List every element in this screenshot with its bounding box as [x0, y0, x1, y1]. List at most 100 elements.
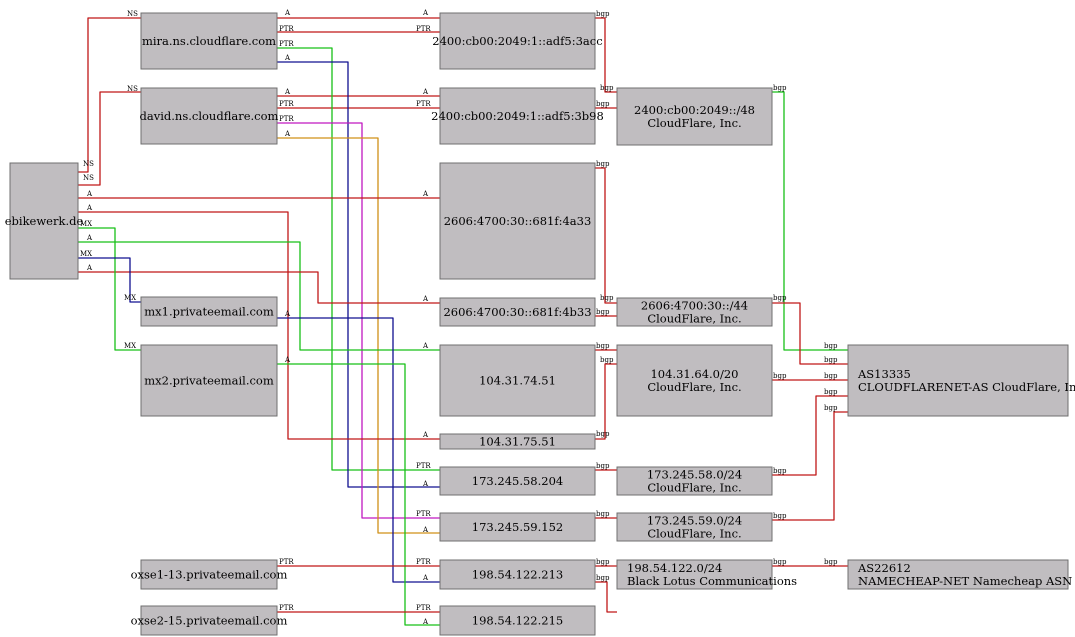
node-box [140, 87, 278, 145]
node-box [439, 512, 596, 542]
edge-label: bgp [773, 512, 787, 520]
node-label: NAMECHEAP-NET Namecheap ASN [858, 574, 1072, 588]
edge-31 [772, 302, 848, 365]
node-box [616, 466, 773, 496]
edge-label: PTR [416, 100, 431, 108]
node-label: AS22612 [857, 561, 911, 575]
edge-label: A [422, 480, 429, 488]
node-box [847, 559, 1069, 590]
edge-label: bgp [773, 372, 787, 380]
node-label: 2400:cb00:2049:1::adf5:3b98 [431, 109, 604, 123]
edge-label: PTR [416, 462, 431, 470]
node-label: Black Lotus Communications [627, 574, 797, 588]
edge-label: bgp [824, 342, 838, 350]
node-box [140, 559, 278, 590]
node-label: 2606:4700:30::681f:4a33 [444, 214, 592, 228]
node-label: 104.31.75.51 [479, 435, 556, 449]
edge-label: NS [127, 85, 138, 93]
node-label: CloudFlare, Inc. [647, 312, 741, 326]
edge-label: PTR [279, 115, 294, 123]
edge-label: bgp [596, 574, 610, 582]
edge-label: bgp [596, 558, 610, 566]
node-box [847, 344, 1069, 417]
edge-label: PTR [279, 100, 294, 108]
edge-6 [277, 47, 440, 471]
edge-label: PTR [279, 604, 294, 612]
edge-33 [772, 395, 848, 476]
node-box [439, 162, 596, 280]
edge-label: A [422, 295, 429, 303]
node-david: david.ns.cloudflare.com [140, 87, 279, 145]
node-label: mx1.privateemail.com [144, 305, 274, 319]
node-box [616, 297, 773, 327]
node-label: 173.245.59.152 [472, 520, 563, 534]
edge-label: A [422, 431, 429, 439]
node-label: AS13335 [857, 367, 911, 381]
edge-label: bgp [596, 462, 610, 470]
edge-label: NS [83, 174, 94, 182]
edge-label: A [422, 88, 429, 96]
node-box [140, 605, 278, 636]
edge-0 [78, 17, 141, 173]
edge-label: MX [80, 250, 92, 258]
node-label: 198.54.122.215 [472, 614, 563, 628]
edge-11 [78, 211, 440, 440]
edge-label: MX [124, 294, 136, 302]
edges [78, 17, 848, 626]
node-label: 2400:cb00:2049::/48 [634, 103, 755, 117]
node-box [140, 296, 278, 327]
node-label: CloudFlare, Inc. [647, 481, 741, 495]
node-label: CloudFlare, Inc. [647, 116, 741, 130]
edge-label: bgp [824, 388, 838, 396]
edge-label: PTR [416, 558, 431, 566]
edge-label: A [284, 356, 291, 364]
edge-22 [595, 167, 617, 304]
edge-label: A [284, 310, 291, 318]
edge-label: A [422, 526, 429, 534]
edge-29 [595, 581, 617, 613]
edge-label: bgp [596, 10, 610, 18]
edge-label: bgp [596, 342, 610, 350]
edge-label: A [284, 130, 291, 138]
edge-label: MX [124, 342, 136, 350]
node-box [439, 605, 596, 636]
edge-label: MX [80, 220, 92, 228]
node-ip6-3acc: 2400:cb00:2049:1::adf5:3acc [432, 12, 603, 70]
edge-label: PTR [279, 558, 294, 566]
node-box [439, 87, 596, 145]
node-label: ebikewerk.de [5, 214, 84, 228]
node-label: CloudFlare, Inc. [647, 527, 741, 541]
node-label: 198.54.122.0/24 [627, 561, 722, 575]
node-label: mira.ns.cloudflare.com [142, 34, 276, 48]
edge-label: A [422, 9, 429, 17]
node-label: CLOUDFLARENET-AS CloudFlare, Inc. [858, 380, 1075, 394]
nodes: ebikewerk.de mira.ns.cloudflare.com david.… [5, 12, 1075, 636]
edge-13 [78, 271, 440, 304]
edge-label: A [422, 342, 429, 350]
edge-15 [78, 257, 141, 303]
node-ip6-4b33: 2606:4700:30::681f:4b33 [439, 297, 596, 327]
edge-12 [78, 241, 440, 351]
node-ip4-58204: 173.245.58.204 [439, 466, 596, 496]
node-mx1: mx1.privateemail.com [140, 296, 278, 327]
edge-1 [78, 91, 141, 186]
node-ebikewerk: ebikewerk.de [5, 162, 84, 280]
node-ip6-3b98: 2400:cb00:2049:1::adf5:3b98 [431, 87, 604, 145]
node-ip4-59152: 173.245.59.152 [439, 512, 596, 542]
edge-25 [595, 363, 617, 440]
node-ip4-215: 198.54.122.215 [439, 605, 596, 636]
edge-label: A [284, 54, 291, 62]
node-box [439, 344, 596, 417]
edge-label: PTR [416, 510, 431, 518]
node-label: 2400:cb00:2049:1::adf5:3acc [432, 34, 602, 48]
edge-label: bgp [824, 372, 838, 380]
edge-label: bgp [596, 100, 610, 108]
edge-label: PTR [416, 25, 431, 33]
node-label: CloudFlare, Inc. [647, 380, 741, 394]
edge-label: bgp [596, 430, 610, 438]
edge-label: NS [127, 10, 138, 18]
node-box [140, 12, 278, 70]
